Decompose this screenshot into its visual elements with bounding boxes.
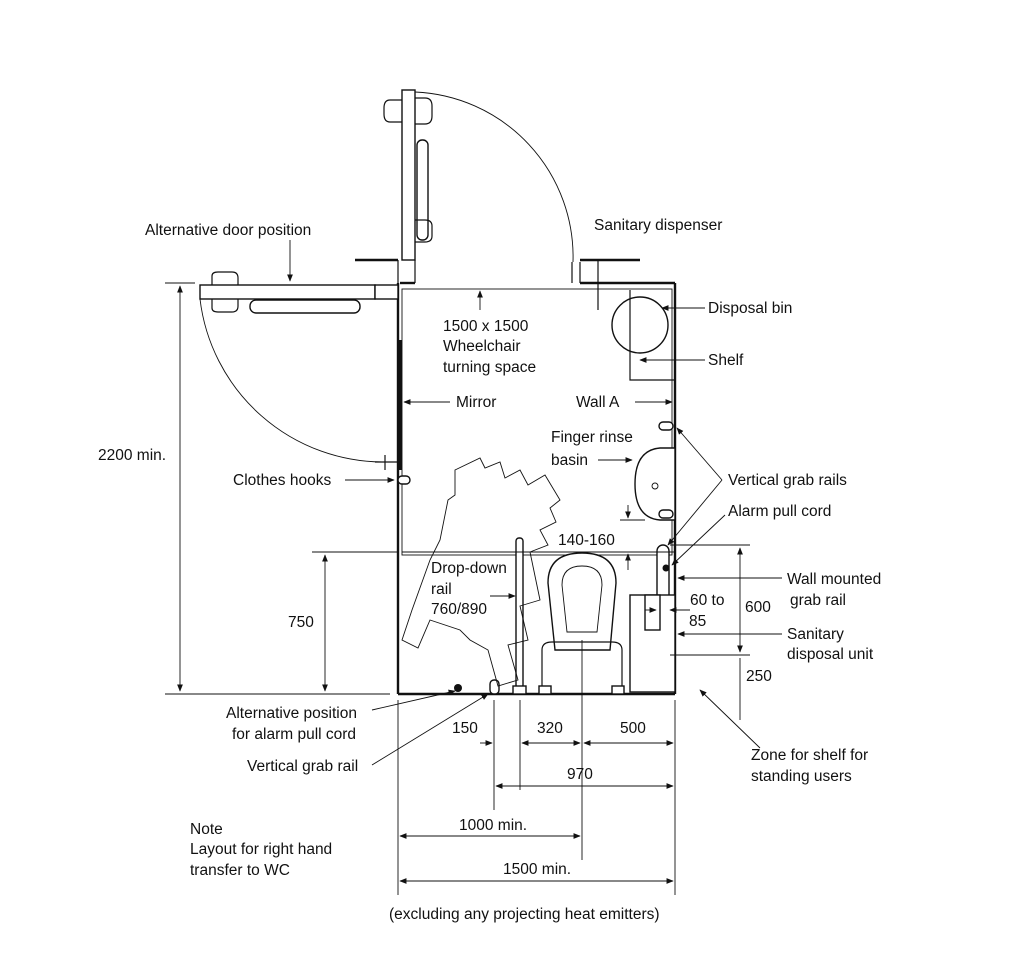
dim-320-label: 320 [537, 720, 563, 737]
vertical-grab-rail-mid-icon [658, 509, 674, 519]
label-wall-a: Wall A [576, 394, 620, 411]
dim-150-label: 150 [452, 720, 478, 737]
label-footer: (excluding any projecting heat emitters) [389, 906, 660, 923]
leader-lines [287, 240, 782, 766]
label-turning-1: 1500 x 1500 [443, 318, 529, 335]
label-sanitary-unit-1: Sanitary [787, 626, 844, 643]
label-shelf: Shelf [708, 352, 744, 369]
alarm-pull-cord-icon [662, 564, 670, 572]
label-note-2: Layout for right hand [190, 841, 332, 858]
dim-500-label: 500 [620, 720, 646, 737]
dim-750 [312, 551, 398, 692]
label-turning-3: turning space [443, 359, 536, 376]
label-alarm-pull-cord: Alarm pull cord [728, 503, 831, 520]
wheelchair-outline [401, 457, 561, 687]
wc-pan [538, 552, 625, 695]
label-alt-alarm-1: Alternative position [226, 705, 357, 722]
vertical-grab-rail-top-icon [658, 421, 674, 431]
label-turning-2: Wheelchair [443, 338, 521, 355]
dim-60-2-label: 85 [689, 613, 706, 630]
label-sanitary-unit-2: disposal unit [787, 646, 874, 663]
label-mirror: Mirror [456, 394, 496, 411]
alternative-door [199, 271, 399, 470]
main-door [383, 89, 574, 263]
alt-alarm-pull-cord-icon [454, 684, 462, 692]
label-disposal-bin: Disposal bin [708, 300, 792, 317]
dim-970-label: 970 [567, 766, 593, 783]
label-zone-shelf-2: standing users [751, 768, 852, 785]
label-finger-rinse-2: basin [551, 452, 588, 469]
label-wall-mounted-1: Wall mounted [787, 571, 881, 588]
label-note-3: transfer to WC [190, 862, 290, 879]
label-finger-rinse-1: Finger rinse [551, 429, 633, 446]
vertical-grab-rail-bottom-icon [489, 679, 500, 695]
dim-140-160 [402, 505, 675, 570]
dimension-labels: 2200 min. 750 140-160 60 to 85 600 250 1… [98, 447, 772, 878]
dim-140-160-label: 140-160 [558, 532, 615, 549]
label-drop-down-1: Drop-down [431, 560, 507, 577]
label-vertical-grab-rails: Vertical grab rails [728, 472, 847, 489]
dim-750-label: 750 [288, 614, 314, 631]
dim-60-1-label: 60 to [690, 592, 724, 609]
dim-bottom [397, 640, 676, 895]
dim-600-250 [670, 544, 750, 720]
label-drop-down-2: rail [431, 581, 452, 598]
label-note-1: Note [190, 821, 223, 838]
dim-250-label: 250 [746, 668, 772, 685]
dim-1000-label: 1000 min. [459, 817, 527, 834]
dim-600-label: 600 [745, 599, 771, 616]
label-alt-door: Alternative door position [145, 222, 311, 239]
label-wall-mounted-2: grab rail [790, 592, 846, 609]
label-vertical-grab-rail: Vertical grab rail [247, 758, 358, 775]
label-alt-alarm-2: for alarm pull cord [232, 726, 356, 743]
labels: Alternative door position Sanitary dispe… [145, 217, 881, 923]
finger-rinse-basin-icon [634, 447, 676, 521]
clothes-hook-icon [397, 475, 411, 485]
label-zone-shelf-1: Zone for shelf for [751, 747, 868, 764]
label-drop-down-3: 760/890 [431, 601, 487, 618]
dim-2200-label: 2200 min. [98, 447, 166, 464]
disposal-bin-icon [611, 296, 669, 354]
shelf-outline [629, 290, 675, 381]
label-sanitary-dispenser: Sanitary dispenser [594, 217, 722, 234]
dim-1500-label: 1500 min. [503, 861, 571, 878]
label-clothes-hooks: Clothes hooks [233, 472, 331, 489]
dim-2200 [165, 282, 390, 695]
